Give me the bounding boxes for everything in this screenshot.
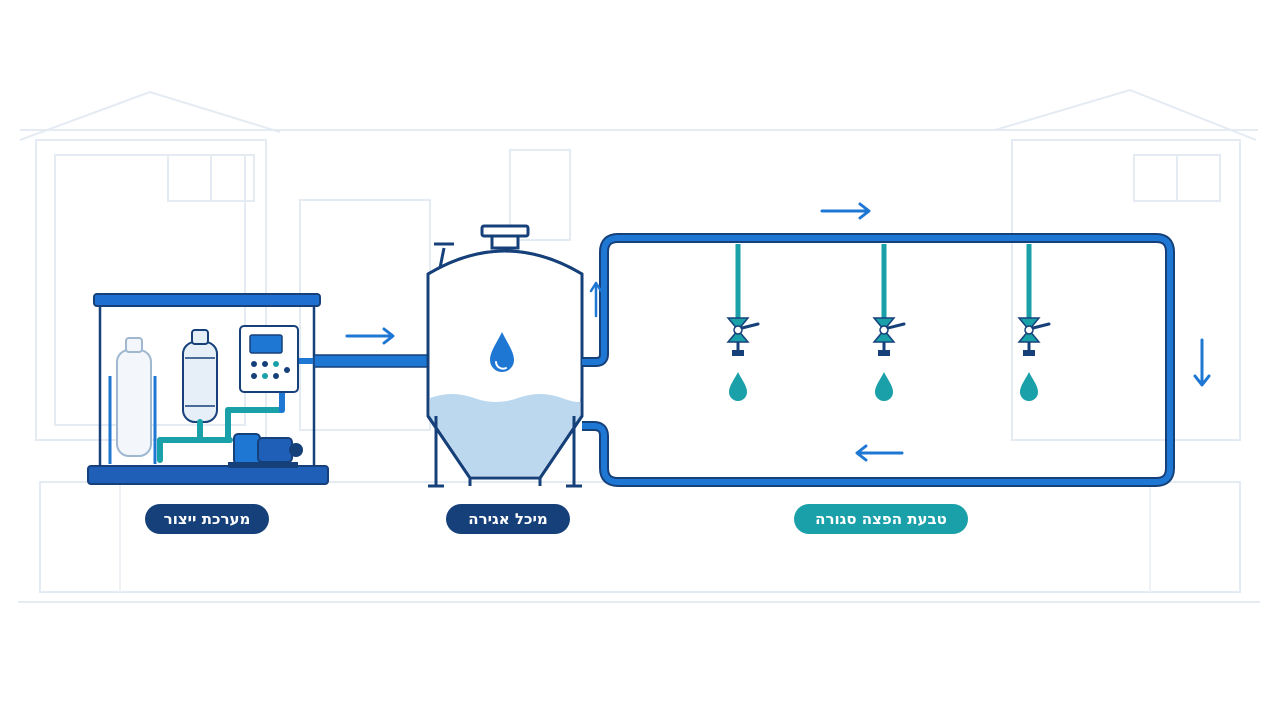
filter-cylinder	[182, 329, 218, 423]
arrow-icon-bottom	[855, 444, 904, 462]
arrow-icon-right	[1193, 338, 1211, 387]
arrow-icon-top	[820, 202, 871, 220]
arrow-icon-riser	[589, 281, 603, 318]
faucet-drop-3	[1017, 244, 1051, 401]
distribution-label: טבעת הפצה סגורה	[794, 504, 968, 534]
faucet-icon	[726, 317, 760, 356]
faucet-icon	[872, 317, 906, 356]
water-drop-icon	[729, 372, 747, 401]
filter-cylinder-light	[116, 337, 152, 457]
water-drop-icon	[1020, 372, 1038, 401]
production-unit	[87, 293, 329, 485]
arrow-icon-supply	[345, 327, 395, 345]
faucet-drop-2	[872, 244, 906, 401]
faucet-drop-1	[726, 244, 760, 401]
storage-tank	[426, 224, 584, 488]
internal-piping	[157, 358, 317, 463]
production-label: מערכת ייצור	[145, 504, 269, 534]
pump-motor	[228, 433, 303, 468]
water-drop-icon	[490, 332, 514, 372]
control-panel	[239, 325, 299, 393]
background-buildings	[18, 88, 1260, 603]
distribution-ring	[582, 233, 1175, 487]
supply-pipe	[313, 354, 431, 368]
water-drop-icon	[875, 372, 893, 401]
storage-label: מיכל אגירה	[446, 504, 570, 534]
faucet-icon	[1017, 317, 1051, 356]
